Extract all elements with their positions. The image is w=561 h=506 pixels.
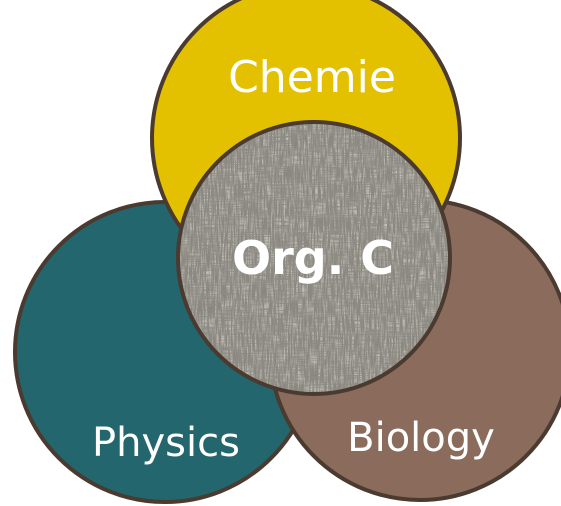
- chemistry-label: Chemie: [228, 52, 396, 103]
- soil-photo: [178, 122, 450, 394]
- biology-label: Biology: [347, 415, 495, 461]
- physics-label: Physics: [92, 420, 240, 466]
- center-circle-outline: [176, 120, 452, 396]
- center-label: Org. C: [232, 231, 394, 285]
